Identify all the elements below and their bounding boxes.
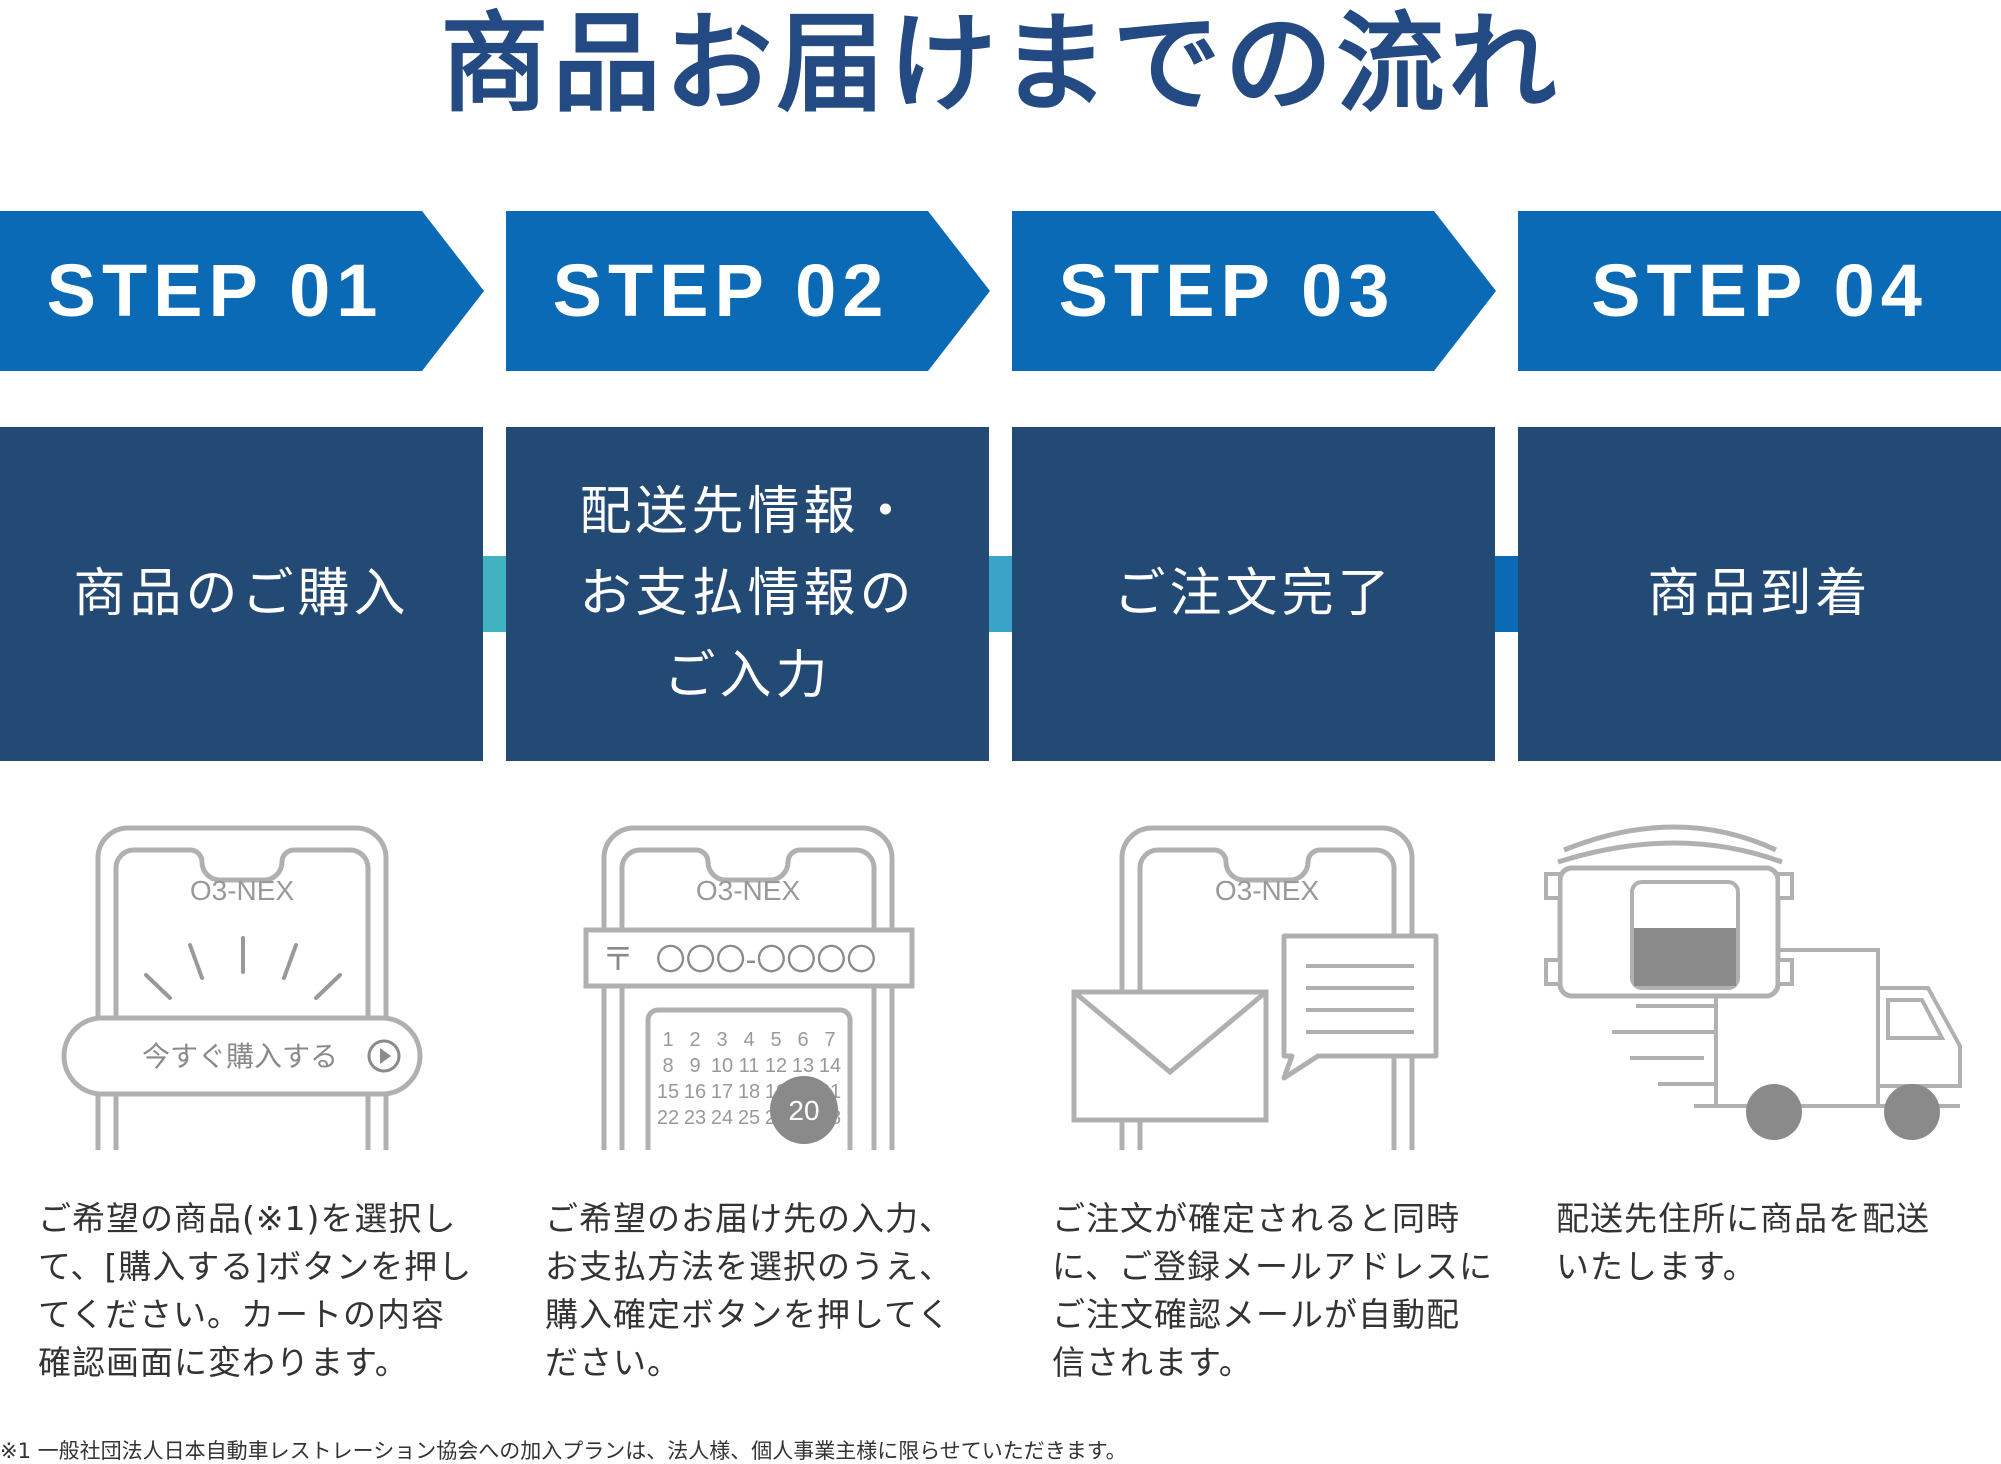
description-line: ご注文確認メールが自動配 <box>1052 1295 1460 1334</box>
calendar-day: 4 <box>743 1029 754 1051</box>
description-line: お支払方法を選択のうえ、 <box>545 1247 953 1286</box>
step-arrow-shape <box>0 211 484 371</box>
step-connector <box>1494 556 1518 632</box>
calendar-day: 24 <box>711 1107 733 1129</box>
calendar-day: 22 <box>657 1107 679 1129</box>
step-2-box: 配送先情報・ お支払情報の ご入力 <box>506 427 989 761</box>
screen-brand: O3-NEX <box>190 875 295 906</box>
calendar-day: 11 <box>739 1055 760 1077</box>
page-title: 商品お届けまでの流れ <box>440 2 1561 127</box>
step-arrow-shape <box>1012 211 1496 371</box>
car-top-view-icon <box>1544 824 1794 999</box>
step-1-box-line: 商品のご購入 <box>73 564 410 624</box>
calendar-day: 12 <box>765 1055 787 1077</box>
postal-field-value: 〇〇〇-〇〇〇〇 <box>656 943 877 978</box>
screen-brand: O3-NEX <box>696 875 801 906</box>
description-line: 購入確定ボタンを押してく <box>545 1295 952 1334</box>
calendar-day: 6 <box>797 1029 808 1051</box>
buy-button-shape <box>61 1015 423 1097</box>
description-line: て、[購入する]ボタンを押し <box>38 1247 473 1286</box>
step-1-description: ご希望の商品(※1)を選択し て、[購入する]ボタンを押し てください。カートの… <box>38 1195 472 1387</box>
selected-date: 20 <box>788 1095 819 1126</box>
step-2-box-line: 配送先情報・ <box>579 482 916 542</box>
step-3-label: STEP 03 <box>1058 249 1396 332</box>
calendar-day: 8 <box>662 1055 673 1077</box>
screen-brand: O3-NEX <box>1215 875 1320 906</box>
calendar-day: 5 <box>770 1029 781 1051</box>
calendar-day: 10 <box>711 1055 733 1077</box>
calendar-day: 13 <box>792 1055 814 1077</box>
phone-buy-illustration: O3-NEX 今すぐ購入する <box>61 825 423 1150</box>
description-line: いたします。 <box>1556 1247 1757 1286</box>
step-2-arrow: STEP 02 <box>506 211 990 371</box>
postal-field-shape <box>583 927 915 989</box>
step-connector <box>482 556 506 632</box>
description-line: 配送先住所に商品を配送 <box>1556 1199 1930 1238</box>
calendar-day: 17 <box>711 1081 733 1103</box>
description-line: ださい。 <box>545 1343 681 1382</box>
selected-date-badge: 20 <box>770 1076 838 1144</box>
postal-mark-icon: 〒 <box>602 940 634 978</box>
footnote: ※1 一般社団法人日本自動車レストレーション協会への加入プランは、法人様、個人事… <box>0 1439 1127 1463</box>
description-line: 確認画面に変わります。 <box>38 1343 409 1382</box>
description-line: てください。カートの内容 <box>38 1295 446 1334</box>
calendar-day: 7 <box>824 1029 835 1051</box>
step-1-arrow: STEP 01 <box>0 211 484 371</box>
delivery-truck-illustration <box>1544 824 1962 1140</box>
description-line: 信されます。 <box>1052 1343 1253 1382</box>
step-3-illustration: O3-NEX <box>1012 810 1495 1150</box>
step-4-box-line: 商品到着 <box>1647 564 1872 624</box>
step-1-box: 商品のご購入 <box>0 427 483 761</box>
step-4-label: STEP 04 <box>1591 249 1928 332</box>
calendar-day: 15 <box>657 1081 679 1103</box>
description-line: に、ご登録メールアドレスに <box>1052 1247 1494 1286</box>
speech-bubble-icon <box>1281 933 1439 1081</box>
calendar-day: 2 <box>689 1029 700 1051</box>
step-arrow-shape <box>506 211 990 371</box>
calendar-day: 25 <box>738 1107 760 1129</box>
step-2-description: ご希望のお届け先の入力、 お支払方法を選択のうえ、 購入確定ボタンを押してく だ… <box>545 1195 953 1387</box>
step-4-description: 配送先住所に商品を配送 いたします。 <box>1556 1195 1930 1291</box>
calendar-day: 18 <box>738 1081 760 1103</box>
step-2-box-line: お支払情報の <box>579 564 916 624</box>
phone-mail-illustration: O3-NEX <box>1071 825 1439 1150</box>
step-2-label: STEP 02 <box>552 249 890 332</box>
description-line: ご希望のお届け先の入力、 <box>545 1199 953 1238</box>
calendar-day: 14 <box>819 1055 841 1077</box>
envelope-icon <box>1071 989 1269 1123</box>
calendar-day: 16 <box>684 1081 706 1103</box>
step-connector <box>988 556 1012 632</box>
description-line: ご注文が確定されると同時 <box>1052 1199 1460 1238</box>
step-3-box-line: ご注文完了 <box>1113 564 1394 624</box>
calendar-day: 3 <box>716 1029 727 1051</box>
buy-button-label: 今すぐ購入する <box>142 1040 338 1073</box>
step-4-box: 商品到着 <box>1518 427 2001 761</box>
description-line: ご希望の商品(※1)を選択し <box>38 1199 457 1238</box>
step-3-arrow: STEP 03 <box>1012 211 1496 371</box>
calendar-day: 23 <box>684 1107 706 1129</box>
step-4-illustration <box>1518 810 2001 1150</box>
step-3-description: ご注文が確定されると同時 に、ご登録メールアドレスに ご注文確認メールが自動配 … <box>1052 1195 1493 1387</box>
step-arrow-shape <box>1518 211 2001 371</box>
play-circle-icon <box>367 1039 401 1073</box>
calendar-day: 9 <box>689 1055 700 1077</box>
step-4-arrow: STEP 04 <box>1518 211 2001 371</box>
step-1-illustration: O3-NEX 今すぐ購入する <box>0 810 483 1150</box>
calendar-day: 1 <box>662 1029 673 1051</box>
step-3-box: ご注文完了 <box>1012 427 1495 761</box>
step-1-label: STEP 01 <box>46 249 384 332</box>
step-2-box-line: ご入力 <box>663 646 832 706</box>
